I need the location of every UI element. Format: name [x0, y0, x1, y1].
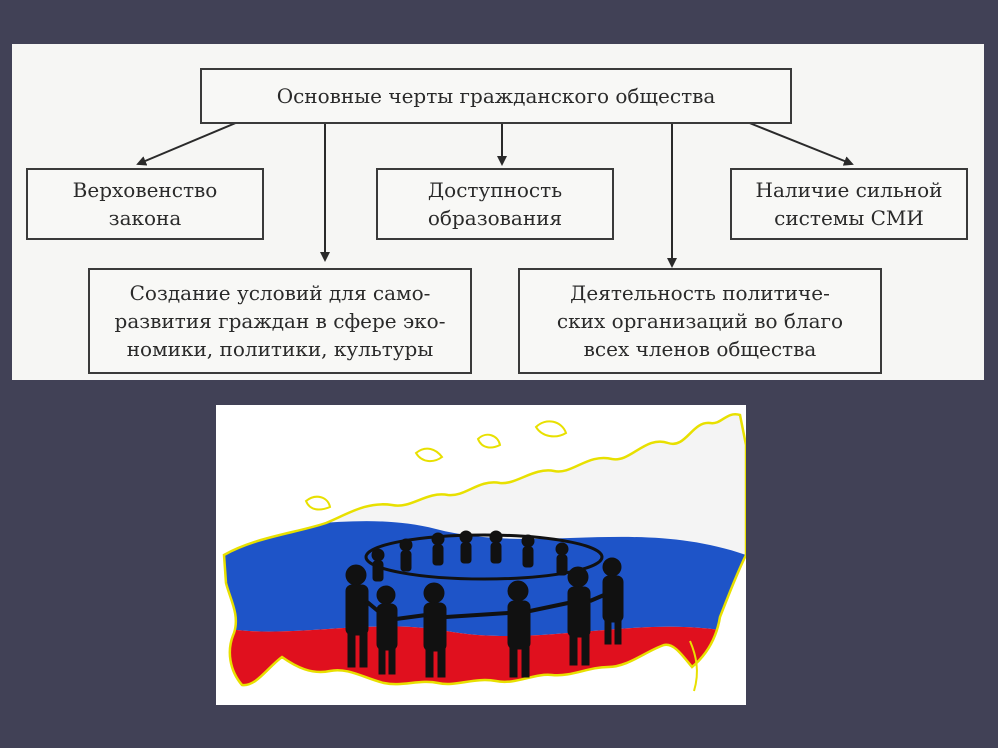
node-political-orgs-label: Деятельность политиче- ских организаций … [556, 281, 844, 361]
node-media-label: Наличие сильной системы СМИ [755, 178, 943, 230]
node-education: Доступность образования [376, 168, 614, 240]
arrow-to-rule-of-law [136, 121, 239, 166]
node-political-orgs: Деятельность политиче- ских организаций … [518, 268, 882, 374]
node-rule-of-law-label: Верховенство закона [72, 178, 218, 230]
map-outline [222, 413, 746, 687]
node-self-development: Создание условий для само- развития граж… [88, 268, 472, 374]
diagram-root-box: Основные черты гражданского общества [200, 68, 792, 124]
diagram-arrows [136, 121, 854, 268]
arrow-to-media [746, 121, 854, 166]
diagram-panel: Основные черты гражданского общества Вер… [12, 44, 984, 380]
diagram-root-label: Основные черты гражданского общества [276, 84, 716, 108]
node-self-development-label: Создание условий для само- развития граж… [114, 281, 446, 361]
people-circle-silhouettes [345, 530, 624, 678]
node-rule-of-law: Верховенство закона [26, 168, 264, 240]
russia-flag-illustration [216, 405, 746, 705]
node-media: Наличие сильной системы СМИ [730, 168, 968, 240]
node-education-label: Доступность образования [427, 178, 563, 230]
russia-map-image [216, 405, 746, 705]
